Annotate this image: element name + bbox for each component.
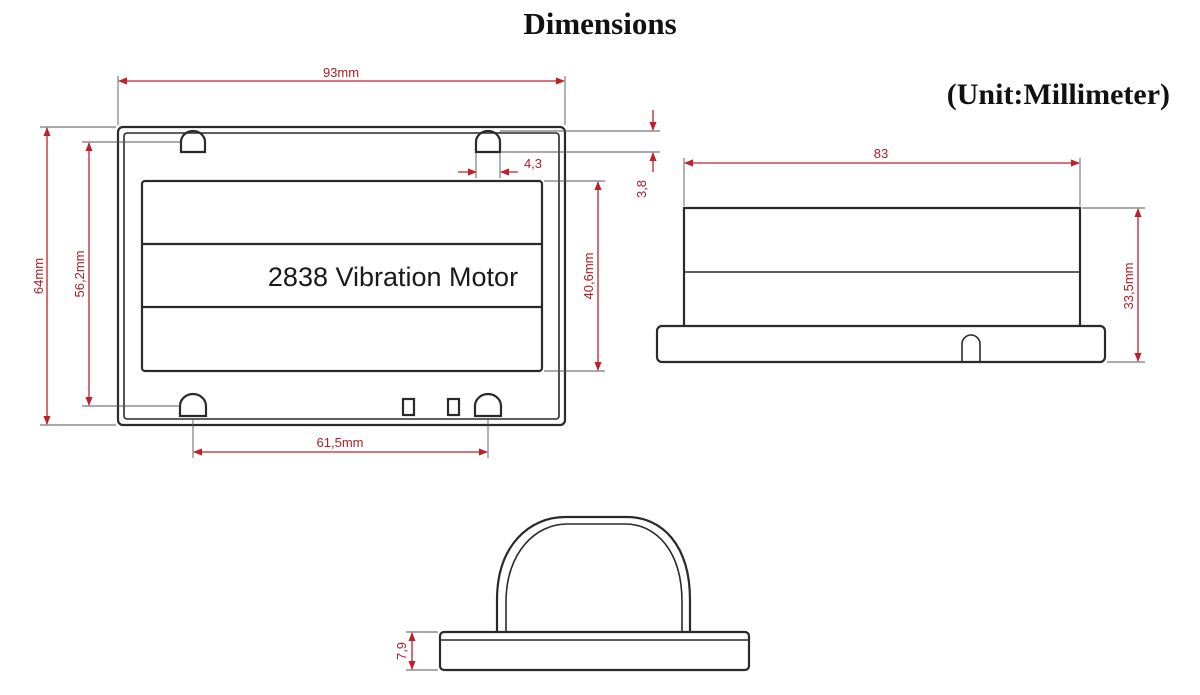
side-base [655,324,1107,364]
end-base [438,630,751,672]
label-panel [140,179,544,373]
housing-inner-edge [123,132,560,420]
housing-outline [116,125,567,427]
dim-hole-offset-y: 3,8 [634,180,649,198]
end-dome-inner [505,523,683,632]
page-title: Dimensions [523,6,677,41]
mounting-hole-bottom-right [473,392,503,418]
dim-hole-spacing: 61,5mm [317,435,364,450]
dim-overall-width: 93mm [323,65,359,80]
side-hole [961,334,981,362]
dim-base-thickness: 7,9 [394,642,409,660]
mounting-hole-top-left [179,129,207,154]
slot-left [401,397,416,417]
dim-label-height: 40,6mm [581,253,596,300]
front-view: 2838 Vibration Motor 93mm 64mm 56,2mm 40… [31,65,660,458]
side-body [682,206,1082,326]
product-label: 2838 Vibration Motor [268,262,518,292]
mounting-hole-top-right [474,129,502,154]
mounting-hole-bottom-left [178,392,208,418]
dim-side-height: 33,5mm [1121,263,1136,310]
dim-hole-offset-x: 4,3 [524,156,542,171]
dim-side-length: 83 [874,146,888,161]
end-dome [495,515,692,632]
side-view: 83 33,5mm [655,146,1145,364]
unit-note: (Unit:Millimeter) [946,78,1170,111]
dim-overall-height: 64mm [31,258,46,294]
end-view: 7,9 [394,515,751,672]
slot-right [446,397,461,417]
dim-inner-height: 56,2mm [72,251,87,298]
